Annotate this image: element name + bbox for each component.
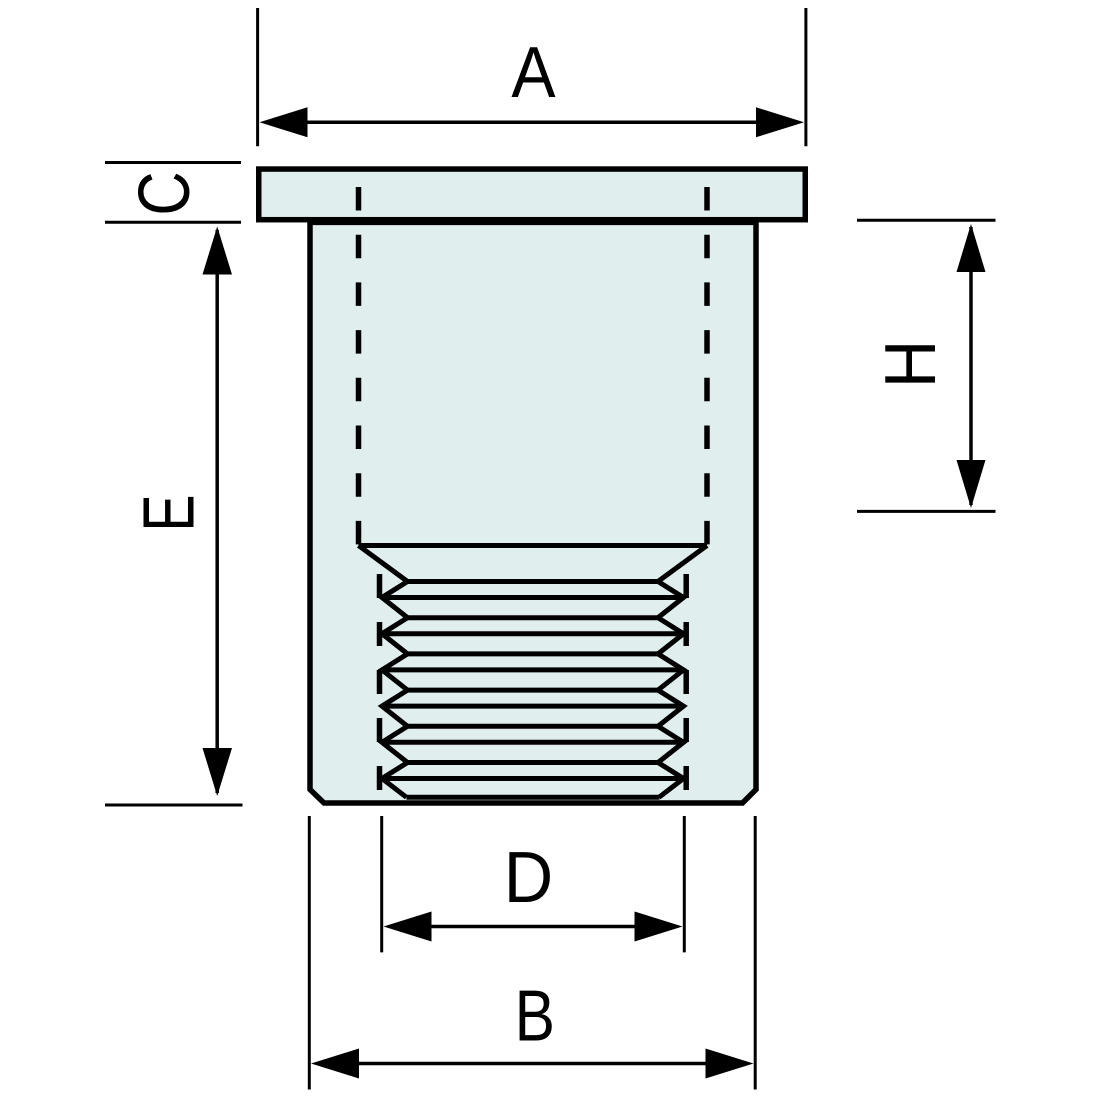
svg-text:D: D	[504, 836, 553, 917]
svg-text:B: B	[515, 977, 555, 1057]
svg-text:A: A	[511, 31, 555, 112]
svg-text:H: H	[870, 340, 951, 388]
svg-text:C: C	[125, 171, 205, 215]
svg-text:E: E	[128, 495, 209, 532]
